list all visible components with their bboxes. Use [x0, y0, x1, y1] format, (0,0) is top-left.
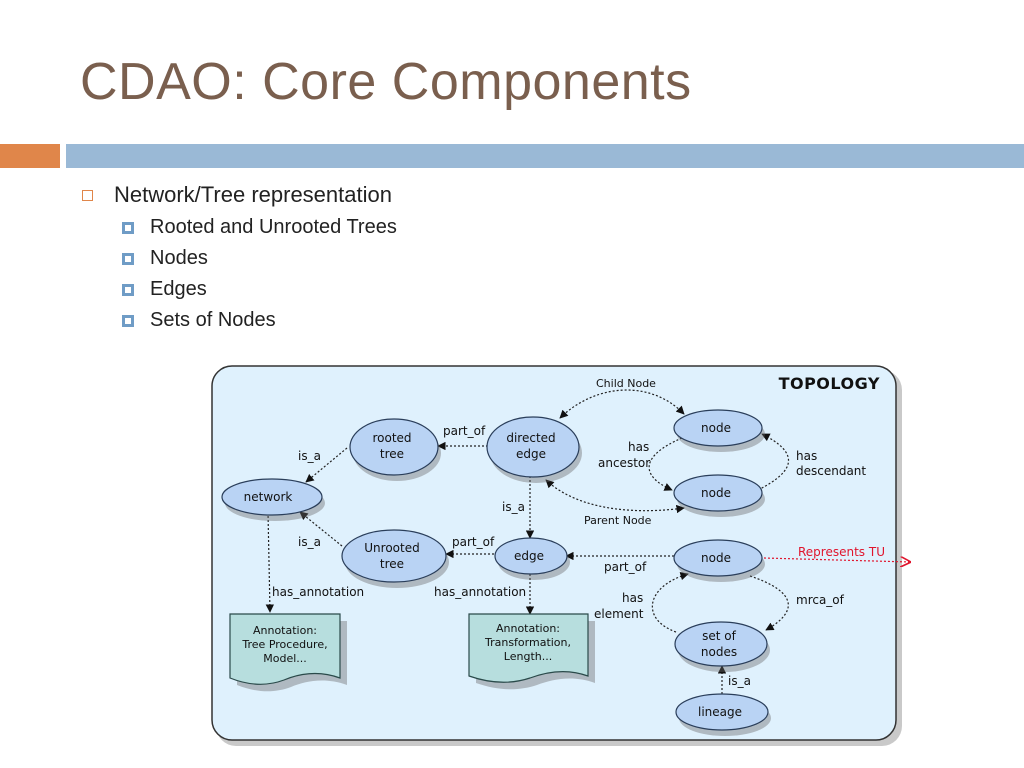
- topology-diagram: TOPOLOGY network rooted tree Unrooted tr…: [211, 365, 920, 746]
- node-label-line: rooted: [372, 431, 411, 445]
- accent-bar-orange: [0, 144, 60, 168]
- label-is-a-edge: is_a: [502, 500, 525, 514]
- document-annotation-tree: Annotation: Tree Procedure, Model...: [229, 613, 347, 692]
- bullet-list: Network/Tree representation Rooted and U…: [80, 182, 397, 340]
- sub-bullet-text: Nodes: [150, 247, 208, 269]
- node-parent: node: [673, 474, 765, 517]
- node-label-line: edge: [516, 447, 546, 461]
- connector-rooted-to-network: [305, 447, 348, 483]
- label-parent-node: Parent Node: [584, 514, 652, 527]
- node-edge: edge: [494, 537, 570, 580]
- label-mrca-of: mrca_of: [796, 593, 845, 607]
- node-directed-edge: directed edge: [486, 416, 582, 483]
- label-represents-tu: Represents TU: [798, 545, 885, 559]
- sub-bullet-item: Nodes: [80, 247, 397, 270]
- connector-child-node: [559, 389, 685, 419]
- node-label: network: [244, 490, 293, 504]
- node-label-line: nodes: [701, 645, 737, 659]
- document-text-line: Tree Procedure,: [241, 638, 327, 651]
- label-part-of-node: part_of: [604, 560, 647, 574]
- node-unrooted-tree: Unrooted tree: [341, 529, 449, 588]
- node-label: node: [701, 486, 731, 500]
- node-label-line: set of: [702, 629, 736, 643]
- sub-bullet-text: Edges: [150, 278, 207, 300]
- node-label-line: tree: [380, 557, 404, 571]
- node-child: node: [673, 409, 765, 452]
- accent-bar-blue: [66, 144, 1024, 168]
- node-label: node: [701, 421, 731, 435]
- sub-bullet-text: Sets of Nodes: [150, 309, 276, 331]
- label-part-of-unrooted: part_of: [452, 535, 495, 549]
- square-bullet-icon: [122, 253, 134, 265]
- document-text-line: Annotation:: [253, 624, 317, 637]
- connector-unrooted-to-network: [299, 511, 343, 547]
- label-has-element-line: has: [622, 591, 643, 605]
- label-has-descendant-line: has: [796, 449, 817, 463]
- document-text-line: Model...: [263, 652, 307, 665]
- node-tu: node: [673, 539, 765, 582]
- sub-bullet-text: Rooted and Unrooted Trees: [150, 216, 397, 238]
- square-bullet-icon: [122, 315, 134, 327]
- connector-network-to-annotation: [265, 511, 275, 613]
- label-has-ancestor-line: ancestor: [598, 456, 650, 470]
- node-rooted-tree: rooted tree: [349, 418, 441, 481]
- connector-represents-tu: [763, 558, 910, 562]
- bullet-item: Network/Tree representation: [80, 182, 397, 208]
- connector-parent-node: [545, 479, 685, 514]
- document-text-line: Length...: [504, 650, 552, 663]
- label-has-annotation-network: has_annotation: [272, 585, 364, 599]
- label-is-a-unrooted: is_a: [298, 535, 321, 549]
- label-part-of-rooted: part_of: [443, 424, 486, 438]
- node-label: node: [701, 551, 731, 565]
- node-label: lineage: [698, 705, 742, 719]
- connector-has-ancestor: [648, 437, 683, 491]
- bullet-text: Network/Tree representation: [114, 182, 392, 207]
- slide-title: CDAO: Core Components: [80, 53, 692, 111]
- node-label-line: Unrooted: [364, 541, 419, 555]
- sub-bullet-item: Edges: [80, 278, 397, 301]
- connector-has-descendant: [757, 433, 790, 491]
- sub-bullet-item: Sets of Nodes: [80, 309, 397, 332]
- document-text-line: Transformation,: [484, 636, 571, 649]
- label-child-node: Child Node: [596, 377, 656, 390]
- node-label-line: directed: [506, 431, 555, 445]
- label-is-a-lineage: is_a: [728, 674, 751, 688]
- label-has-element-line: element: [594, 607, 644, 621]
- sub-bullet-item: Rooted and Unrooted Trees: [80, 216, 397, 239]
- panel-label: TOPOLOGY: [779, 374, 880, 393]
- label-is-a-rooted: is_a: [298, 449, 321, 463]
- node-lineage: lineage: [675, 693, 771, 736]
- square-bullet-icon: [122, 284, 134, 296]
- node-label-line: tree: [380, 447, 404, 461]
- label-has-descendant-line: descendant: [796, 464, 866, 478]
- node-label: edge: [514, 549, 544, 563]
- connector-has-element: [651, 572, 689, 633]
- node-set-of-nodes: set of nodes: [674, 621, 770, 672]
- label-has-annotation-edge: has_annotation: [434, 585, 526, 599]
- hollow-square-bullet-icon: [82, 190, 93, 201]
- label-has-ancestor-line: has: [628, 440, 649, 454]
- square-bullet-icon: [122, 222, 134, 234]
- document-annotation-edge: Annotation: Transformation, Length...: [468, 613, 595, 690]
- node-network: network: [221, 478, 325, 521]
- document-text-line: Annotation:: [496, 622, 560, 635]
